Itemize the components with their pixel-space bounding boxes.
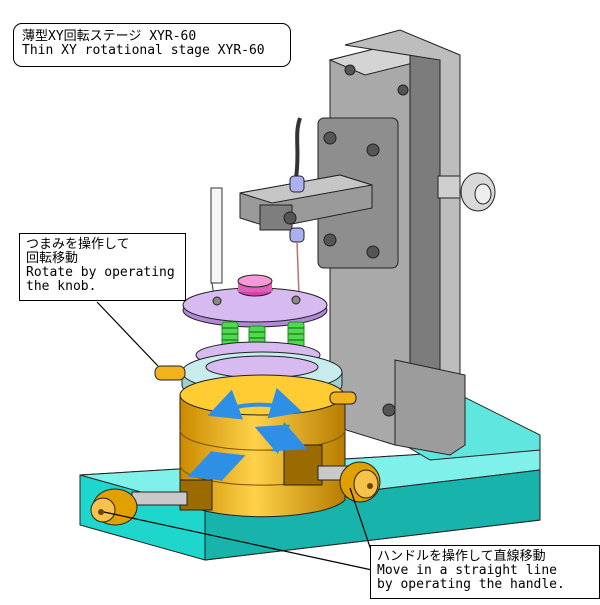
knob-callout-line-2: 回転移動: [26, 251, 79, 266]
stage-body: [179, 374, 346, 518]
probe-arm: [239, 117, 373, 296]
handle-callout: ハンドルを操作して直線移動 Move in a straight line by…: [370, 545, 600, 599]
knob-callout: つまみを操作して 回転移動 Rotate by operating the kn…: [19, 233, 186, 301]
clamp-knob: [437, 172, 496, 212]
vertical-column: [317, 29, 496, 456]
title-english: Thin XY rotational stage XYR-60: [22, 43, 265, 58]
linear-arrow-icon: [187, 450, 246, 482]
rotation-knob: [154, 365, 357, 405]
knob-callout-line-4: the knob.: [26, 279, 97, 294]
knob-callout-line-3: Rotate by operating: [26, 265, 175, 280]
handle-callout-line-2: Move in a straight line: [377, 563, 558, 578]
handle-callout-line-1: ハンドルを操作して直線移動: [377, 549, 546, 564]
handle-left: [90, 488, 188, 526]
title-japanese: 薄型XY回転ステージ XYR-60: [22, 29, 197, 44]
title-box: 薄型XY回転ステージ XYR-60 Thin XY rotational sta…: [13, 23, 291, 67]
glass-rod: [210, 187, 223, 297]
linear-arrow-icon: [254, 421, 308, 455]
knob-callout-line-1: つまみを操作して: [26, 237, 130, 252]
handle-callout-line-3: by operating the handle.: [377, 577, 565, 592]
knob-leader-line: [96, 301, 159, 367]
handle-leader-line: [103, 511, 373, 571]
top-platform: [182, 274, 328, 328]
handle-right: [317, 461, 381, 503]
handle-leader-line: [349, 487, 373, 554]
rotation-arrow-icon: [207, 387, 303, 420]
